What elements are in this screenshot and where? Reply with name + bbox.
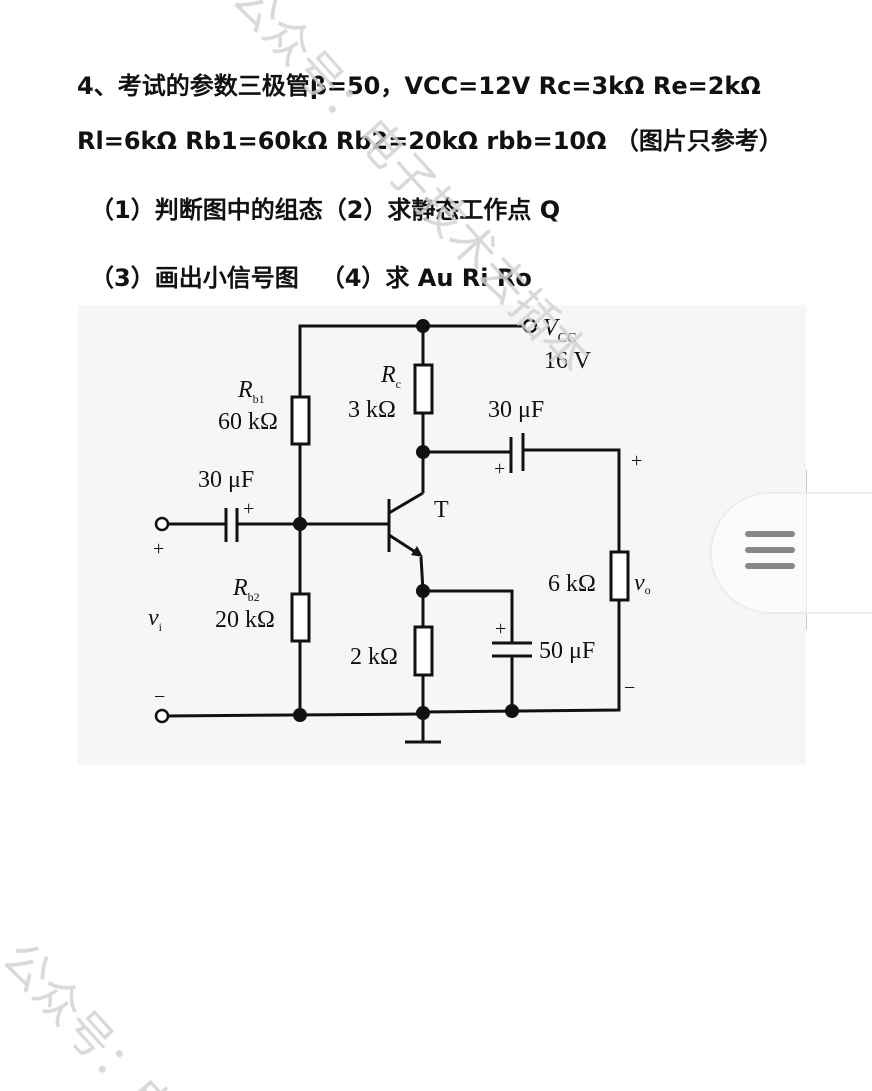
junction-dot xyxy=(293,517,307,531)
input-terminal-plus xyxy=(154,516,170,532)
menu-button[interactable] xyxy=(710,492,872,614)
vcc-rail xyxy=(298,324,523,420)
question-line-2: Rl=6kΩ Rb1=60kΩ Rb2=20kΩ rbb=10Ω （图片只参考） xyxy=(77,127,783,155)
task-1-2: （1）判断图中的组态（2）求静态工作点 Q xyxy=(90,196,561,224)
vi-label: vi xyxy=(148,605,163,634)
vcc-value: 16 V xyxy=(544,348,592,374)
c1-plus: + xyxy=(243,498,254,520)
menu-icon-bar xyxy=(745,547,795,553)
rb1-value: 60 kΩ xyxy=(218,409,278,435)
circuit-svg: VCC 16 V Rb1 60 kΩ Rc 3 kΩ 30 μF + + 30 … xyxy=(148,315,651,744)
emitter-arrow-icon xyxy=(411,546,423,557)
junction-dot xyxy=(505,704,519,718)
rb2-label: Rb2 xyxy=(232,575,260,604)
c1-value: 30 μF xyxy=(198,467,254,493)
junction-dot xyxy=(416,584,430,598)
task-4: （4）求 Au Ri Ro xyxy=(320,264,532,292)
vo-minus: − xyxy=(624,677,635,699)
c2-value: 30 μF xyxy=(488,397,544,423)
junction-dot xyxy=(416,706,430,720)
rc-label: Rc xyxy=(380,362,401,391)
re-value: 2 kΩ xyxy=(350,644,398,670)
transistor-label: T xyxy=(434,497,449,523)
question-line-1: 4、考试的参数三极管β=50，VCC=12V Rc=3kΩ Re=2kΩ xyxy=(77,72,761,100)
c2-plus: + xyxy=(494,458,505,480)
circuit-diagram: VCC 16 V Rb1 60 kΩ Rc 3 kΩ 30 μF + + 30 … xyxy=(78,305,806,765)
junction-dot xyxy=(293,708,307,722)
watermark-text-2: 公众号：电子技术去插本 xyxy=(0,931,371,1091)
menu-icon-bar xyxy=(745,563,795,569)
rc-value: 3 kΩ xyxy=(348,397,396,423)
rl-value: 6 kΩ xyxy=(548,571,596,597)
input-terminal-minus xyxy=(154,708,170,724)
rb1-label: Rb1 xyxy=(237,377,265,406)
ce-value: 50 μF xyxy=(539,638,595,664)
task-3: （3）画出小信号图 xyxy=(90,264,299,292)
vi-plus: + xyxy=(153,538,164,560)
junction-dot xyxy=(416,319,430,333)
ce-plus: + xyxy=(495,618,506,640)
menu-icon-bar xyxy=(745,531,795,537)
rb2-value: 20 kΩ xyxy=(215,607,275,633)
vo-plus: + xyxy=(631,450,642,472)
vcc-label: VCC xyxy=(543,315,576,346)
vi-minus: − xyxy=(154,686,165,708)
vcc-terminal xyxy=(522,318,538,334)
junction-dot xyxy=(416,445,430,459)
vo-label: vo xyxy=(634,570,651,597)
task-3-4: （3）画出小信号图 （4）求 Au Ri Ro xyxy=(90,258,532,293)
